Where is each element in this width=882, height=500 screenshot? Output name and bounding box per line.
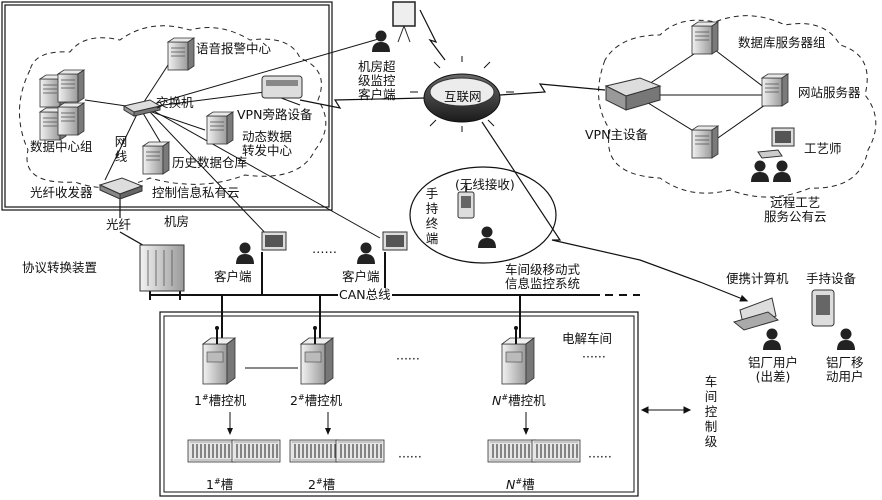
relay-server-icon bbox=[206, 111, 234, 145]
cell-1-icon bbox=[187, 439, 237, 463]
fiber-label: 光纤 bbox=[106, 217, 132, 232]
laptop-icon bbox=[732, 297, 780, 331]
controller-2-cabinet-icon bbox=[300, 325, 334, 385]
remote-cloud-label: 远程工艺 服务公有云 bbox=[764, 195, 827, 224]
vpn-bypass-router-icon bbox=[261, 75, 303, 99]
machine-room-label: 机房 bbox=[164, 214, 190, 229]
machine-room-links bbox=[84, 37, 383, 239]
laptop-label: 便携计算机 bbox=[726, 271, 789, 286]
client-computer-icon-2 bbox=[382, 231, 408, 251]
plant-mobile-user-label: 铝厂移 动用户 bbox=[826, 355, 864, 384]
controller-n-label: N#槽控机 bbox=[492, 392, 546, 408]
db-server-icon bbox=[691, 21, 719, 55]
travel-user-person-icon bbox=[763, 328, 781, 350]
private-cloud-outline bbox=[19, 25, 327, 189]
wireless-rx-label: (无线接收) bbox=[455, 177, 515, 192]
controller-2-label: 2#槽控机 bbox=[290, 392, 343, 408]
plant-user-travel-label: 铝厂用户 (出差) bbox=[748, 355, 799, 384]
switch-icon bbox=[122, 99, 162, 117]
fiber-transceiver-icon bbox=[98, 177, 144, 200]
internet-icon bbox=[410, 56, 514, 132]
clients-ellipsis: …… bbox=[312, 241, 337, 256]
switch-label: 交换机 bbox=[156, 95, 194, 110]
control-private-cloud-label: 控制信息私有云 bbox=[152, 185, 240, 200]
client-computer-icon-1 bbox=[261, 231, 287, 251]
can-bus-label: CAN总线 bbox=[338, 287, 392, 302]
cell-nb-icon bbox=[531, 439, 581, 463]
handheld-ellipse bbox=[409, 166, 557, 264]
whiteboard-icon bbox=[392, 1, 416, 43]
wan-links bbox=[299, 9, 749, 302]
data-center-group-label: 数据中心组 bbox=[30, 139, 93, 154]
web-server-label: 网站服务器 bbox=[798, 85, 861, 100]
engineer-person-icon bbox=[751, 160, 769, 182]
public-cloud-outline bbox=[598, 15, 877, 198]
controller-n-cabinet-icon bbox=[501, 325, 535, 385]
handheld-device-icon bbox=[811, 289, 835, 327]
vpn-bypass-label: VPN旁路设备 bbox=[237, 107, 313, 122]
protocol-converter-icon bbox=[139, 244, 185, 292]
client-person-icon-2 bbox=[357, 242, 375, 264]
workshop-control-level-label: 车间控制级 bbox=[704, 374, 718, 449]
client-1-label: 客户端 bbox=[214, 269, 252, 284]
controller-1-cabinet-icon bbox=[202, 325, 236, 385]
protocol-converter-label: 协议转换装置 bbox=[22, 260, 98, 275]
network-cable-label: 网线 bbox=[114, 134, 128, 164]
monitor-client-label: 机房超 级监控 客户端 bbox=[358, 59, 396, 102]
controllers-ellipsis: ······ bbox=[396, 351, 420, 366]
vpn-main-label: VPN主设备 bbox=[585, 127, 648, 142]
internet-label: 互联网 bbox=[444, 89, 482, 104]
voice-alarm-center-label: 语音报警中心 bbox=[196, 41, 272, 56]
vpn-main-router-icon bbox=[604, 77, 662, 111]
cell-n-label: N#槽 bbox=[506, 476, 535, 492]
web-server-icon bbox=[761, 73, 789, 107]
handheld-device-label: 手持设备 bbox=[806, 271, 857, 286]
workshop-mobile-label: 车间级移动式 信息监控系统 bbox=[505, 262, 581, 291]
cells-ellipsis-2: ······ bbox=[588, 449, 612, 464]
client-person-icon-1 bbox=[236, 242, 254, 264]
controller-1-label: 1#槽控机 bbox=[194, 392, 247, 408]
controller-links bbox=[227, 367, 529, 435]
mobile-user-person-icon bbox=[837, 328, 855, 350]
monitor-person-icon bbox=[372, 30, 390, 52]
data-center-servers bbox=[39, 69, 85, 141]
electrolysis-workshop-label: 电解车间 bbox=[562, 331, 613, 346]
cell-n-icon bbox=[487, 439, 537, 463]
cell-2-label: 2#槽 bbox=[308, 476, 336, 492]
client-2-label: 客户端 bbox=[342, 269, 380, 284]
handheld-icon bbox=[457, 186, 475, 219]
engineer-label: 工艺师 bbox=[804, 141, 842, 156]
engineer-person-icon-2 bbox=[773, 160, 791, 182]
history-db-label: 历史数据仓库 bbox=[172, 155, 248, 170]
cell-2b-icon bbox=[335, 439, 385, 463]
cell-2-icon bbox=[289, 439, 339, 463]
workshop-frame-inner bbox=[163, 315, 635, 493]
workshop-level-arrow bbox=[640, 406, 692, 414]
handheld-person-icon bbox=[478, 226, 496, 248]
workshop-frame bbox=[159, 311, 639, 497]
fiber-transceiver-label: 光纤收发器 bbox=[30, 185, 93, 200]
history-db-server-icon bbox=[142, 141, 170, 175]
db-server-group-label: 数据库服务器组 bbox=[738, 35, 826, 50]
handheld-terminal-label: 手持终端 bbox=[425, 186, 439, 246]
engineer-computer-icon bbox=[757, 127, 795, 159]
cells-ellipsis-1: ······ bbox=[398, 449, 422, 464]
cell-1-label: 1#槽 bbox=[206, 476, 234, 492]
dynamic-data-relay-label: 动态数据 转发中心 bbox=[242, 129, 293, 158]
app-server-icon bbox=[691, 125, 719, 159]
workshop-ellipsis: ······ bbox=[582, 349, 606, 364]
cell-1b-icon bbox=[231, 439, 281, 463]
voice-alarm-server-icon bbox=[167, 37, 195, 71]
